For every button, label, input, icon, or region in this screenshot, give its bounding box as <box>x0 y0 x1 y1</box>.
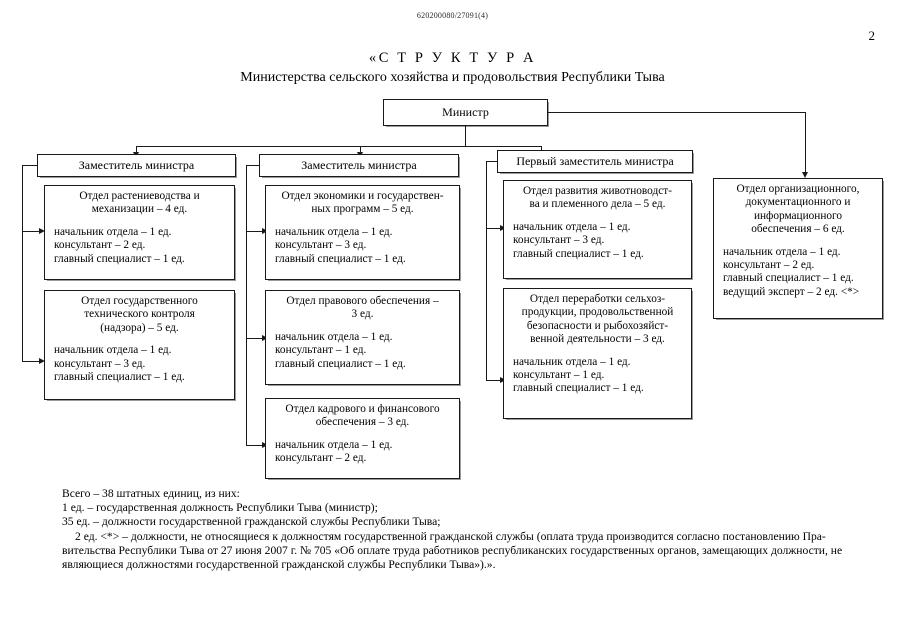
org-unit-1-2-staff: начальник отдела – 1 ед. консультант – 3… <box>54 344 185 384</box>
org-unit-2-3: Отдел кадрового и финансового обеспечени… <box>265 398 460 479</box>
org-unit-3-2-staff: начальник отдела – 1 ед. консультант – 1… <box>513 355 644 395</box>
connector-col1-branch-2 <box>22 361 41 362</box>
org-unit-2-2: Отдел правового обеспечения – 3 ед. нача… <box>265 290 460 385</box>
page-subtitle: Министерства сельского хозяйства и продо… <box>240 70 665 85</box>
footnote-line-5: вительства Республики Тыва от 27 июня 20… <box>62 543 843 557</box>
connector-col2-branch-2 <box>246 338 263 339</box>
org-unit-2-1: Отдел экономики и государствен- ных прог… <box>265 185 460 280</box>
connector-minister-right-drop <box>805 112 806 174</box>
connector-col2-spine <box>246 165 247 445</box>
arrow-to-org-unit-1-1 <box>39 227 45 234</box>
footnote-line-6: являющиеся должностями государственной г… <box>62 558 496 572</box>
org-unit-1-1-title: Отдел растениеводства и механизации – 4 … <box>79 190 200 216</box>
page-title: «С Т Р У К Т У Р А <box>368 50 537 66</box>
footnotes: Всего – 38 штатных единиц, из них: 1 ед.… <box>62 487 862 572</box>
org-unit-4-1-staff: начальник отдела – 1 ед. консультант – 2… <box>723 245 860 298</box>
org-unit-2-2-title: Отдел правового обеспечения – 3 ед. <box>286 295 439 321</box>
org-node-deputy-2: Заместитель министра <box>259 154 459 177</box>
org-unit-1-2-title: Отдел государственного технического конт… <box>81 295 198 334</box>
org-unit-4-1: Отдел организационного, документационног… <box>713 178 883 319</box>
org-node-deputy-1: Заместитель министра <box>37 154 236 177</box>
connector-col3-branch-2 <box>486 380 501 381</box>
org-unit-2-3-staff: начальник отдела – 1 ед. консультант – 2… <box>275 438 393 465</box>
document-code: 620200080/27091(4) <box>416 11 489 20</box>
org-unit-1-1: Отдел растениеводства и механизации – 4 … <box>44 185 235 280</box>
connector-deputy1-drop <box>136 146 137 154</box>
org-node-deputy-2-label: Заместитель министра <box>301 157 417 172</box>
org-unit-3-2-title: Отдел переработки сельхоз- продукции, пр… <box>521 293 674 346</box>
connector-col1-branch-1 <box>22 231 41 232</box>
footnote-line-4: 2 ед. <*> – должности, не относящиеся к … <box>75 529 826 543</box>
org-unit-3-2: Отдел переработки сельхоз- продукции, пр… <box>503 288 692 419</box>
org-unit-2-3-title: Отдел кадрового и финансового обеспечени… <box>285 403 440 429</box>
org-node-deputy-1-label: Заместитель министра <box>78 157 195 172</box>
org-node-deputy-3-label: Первый заместитель министра <box>516 153 674 168</box>
connector-col3-stub <box>486 161 498 162</box>
connector-col1-stub <box>22 165 38 166</box>
connector-col2-branch-3 <box>246 445 263 446</box>
footnote-line-2: 1 ед. – государственная должность Респуб… <box>62 501 378 515</box>
connector-col3-spine <box>486 161 487 380</box>
page-number: 2 <box>868 28 876 43</box>
org-node-deputy-3: Первый заместитель министра <box>497 150 693 173</box>
org-unit-4-1-title: Отдел организационного, документационног… <box>736 183 860 236</box>
org-unit-1-2: Отдел государственного технического конт… <box>44 290 235 400</box>
org-unit-2-2-staff: начальник отдела – 1 ед. консультант – 1… <box>275 330 406 370</box>
footnote-line-1: Всего – 38 штатных единиц, из них: <box>62 487 240 500</box>
org-unit-2-1-staff: начальник отдела – 1 ед. консультант – 3… <box>275 225 406 265</box>
org-unit-1-1-staff: начальник отдела – 1 ед. консультант – 2… <box>54 225 185 265</box>
connector-minister-down <box>465 126 466 146</box>
org-node-minister: Министр <box>383 99 548 126</box>
connector-deputy-bus <box>136 146 541 147</box>
org-unit-2-1-title: Отдел экономики и государствен- ных прог… <box>281 190 444 216</box>
arrow-to-org-unit-1-2 <box>39 357 45 364</box>
org-node-minister-label: Министр <box>442 104 489 119</box>
connector-minister-right <box>548 112 805 113</box>
connector-col2-stub <box>246 165 260 166</box>
connector-col2-branch-1 <box>246 231 263 232</box>
arrow-to-org-unit-4 <box>801 172 808 178</box>
org-unit-3-1: Отдел развития животноводст- ва и племен… <box>503 180 692 279</box>
connector-col3-branch-1 <box>486 228 501 229</box>
connector-col1-spine <box>22 165 23 361</box>
connector-deputy2-drop <box>360 146 361 154</box>
org-unit-3-1-staff: начальник отдела – 1 ед. консультант – 3… <box>513 220 644 260</box>
footnote-line-3: 35 ед. – должности государственной гражд… <box>62 515 441 529</box>
org-unit-3-1-title: Отдел развития животноводст- ва и племен… <box>523 185 672 211</box>
